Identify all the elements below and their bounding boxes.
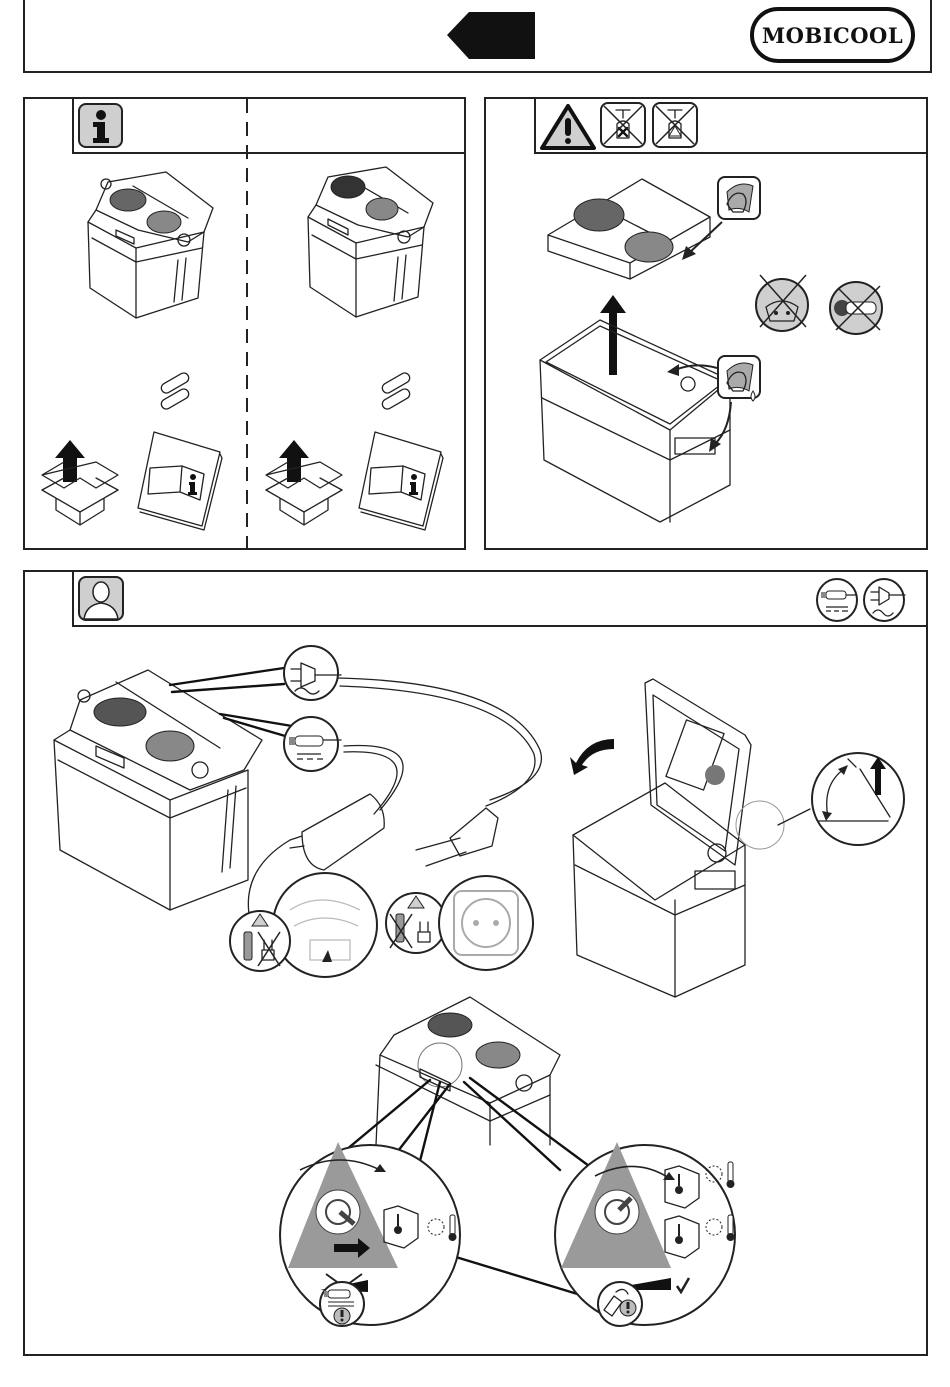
no-abrasive-cleaner-icon: [600, 102, 648, 150]
wipe-arrow: [680, 220, 725, 260]
cold-temp-indicator-icon: [424, 1213, 464, 1243]
cooler-open-lid: [565, 675, 780, 1000]
no-harsh-cleaner-icon: [652, 102, 700, 150]
dc-12v-plug-icon[interactable]: [816, 577, 860, 623]
control-knob-ac-detail: [545, 1140, 780, 1330]
wipe-arrow: [665, 360, 720, 380]
no-water-dc-plug-icon: [828, 280, 886, 338]
cold-temp-indicator-icon: [702, 1160, 742, 1190]
column-divider: [246, 99, 248, 549]
warning-triangle-icon: [540, 104, 596, 150]
cold-temp-indicator-icon: [702, 1213, 742, 1243]
wipe-cloth-icon: [717, 176, 763, 222]
wipe-damp-cloth-icon: [717, 355, 763, 403]
spare-fuses-icon: [377, 372, 417, 417]
info-icon: [78, 103, 124, 149]
scope-header-bar: [72, 97, 466, 154]
language-tab-arrow-icon: [447, 12, 537, 60]
wipe-arrow: [705, 400, 735, 455]
dc-warning-icon: [318, 1280, 366, 1328]
ac-plug-callout: [283, 643, 343, 703]
control-knob-dc-detail: [270, 1140, 500, 1330]
wall-socket-icon: [436, 873, 536, 973]
ac-warning-icon: [596, 1280, 644, 1328]
unpack-box-icon: [40, 440, 120, 525]
cooler-box-model-a: [78, 170, 218, 320]
ac-230v-plug-icon[interactable]: [863, 577, 907, 623]
cooler-box-model-b: [298, 165, 438, 320]
manual-booklet-icon: [353, 430, 443, 530]
brand-logo: MOBICOOL: [750, 7, 915, 63]
no-water-socket-icon: [752, 273, 812, 333]
lid-angle-detail: [770, 745, 905, 850]
operation-header-bar: [72, 570, 928, 627]
user-icon: [78, 576, 126, 622]
manual-booklet-icon: [132, 430, 222, 530]
dc-plug-callout: [283, 714, 343, 774]
rotate-arrow-icon: [568, 735, 618, 775]
spare-fuses-icon: [156, 372, 196, 417]
car-socket-warning-icon: [228, 908, 292, 974]
brand-name: MOBICOOL: [762, 23, 903, 48]
unpack-box-icon: [264, 440, 344, 525]
